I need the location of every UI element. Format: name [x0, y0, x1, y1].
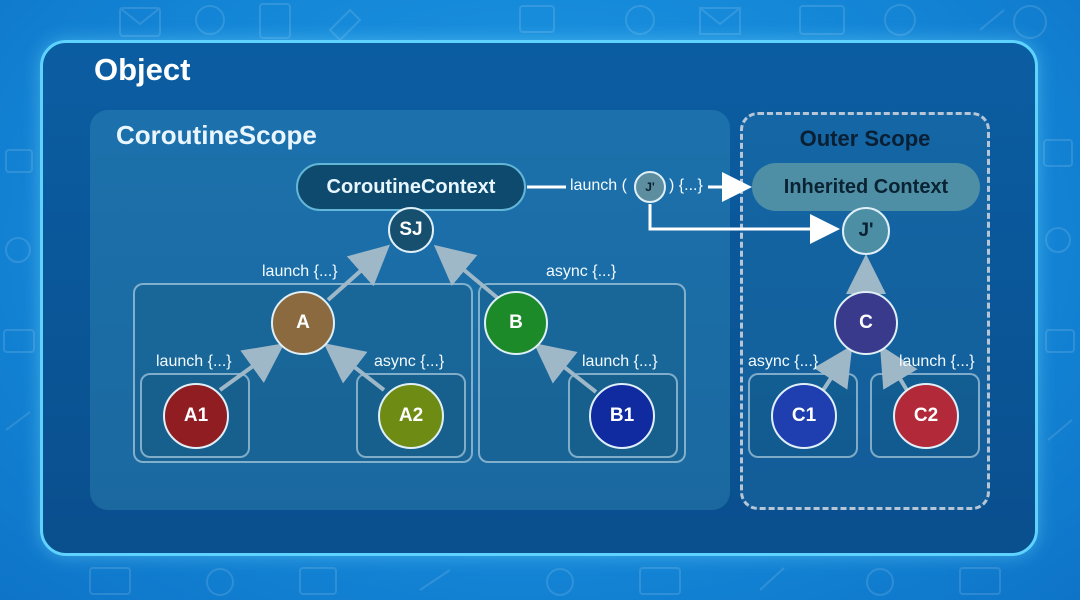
- arrow-jprime-to-outer-job: [648, 204, 840, 244]
- edge-label-c1-to-c: async {...}: [748, 353, 819, 370]
- node-b: B: [484, 291, 548, 355]
- node-a1: A1: [163, 383, 229, 449]
- bridge-label-prefix: launch (: [570, 177, 627, 194]
- edge-label-b-to-sj: async {...}: [546, 263, 617, 280]
- edge-label-c2-to-c: launch {...}: [899, 353, 975, 370]
- edge-label-a-to-sj: launch {...}: [262, 263, 338, 280]
- edge-label-a2-to-a: async {...}: [374, 353, 445, 370]
- bridge-label-suffix: ) {...}: [669, 177, 703, 194]
- edge-label-b1-to-b: launch {...}: [582, 353, 658, 370]
- node-b1: B1: [589, 383, 655, 449]
- object-title: Object: [94, 52, 191, 87]
- node-outer-jprime: J': [842, 207, 890, 255]
- coroutine-scope-title: CoroutineScope: [116, 120, 317, 150]
- bridge-job-node: J': [634, 171, 666, 203]
- coroutine-context-pill: CoroutineContext: [296, 163, 526, 211]
- arrow-a2-to-a: [323, 343, 386, 392]
- edge-label-a1-to-a: launch {...}: [156, 353, 232, 370]
- arrow-c2-to-c: [879, 345, 918, 394]
- node-sj: SJ: [388, 207, 434, 253]
- node-c2: C2: [893, 383, 959, 449]
- node-c: C: [834, 291, 898, 355]
- inherited-context-pill: Inherited Context: [752, 163, 980, 211]
- arrow-b1-to-b: [533, 343, 598, 394]
- node-a: A: [271, 291, 335, 355]
- node-a2: A2: [378, 383, 444, 449]
- arrow-c1-to-c: [813, 345, 853, 394]
- arrow-b-to-sj: [433, 244, 502, 302]
- arrow-a1-to-a: [218, 343, 285, 392]
- outer-scope-title: Outer Scope: [799, 126, 931, 151]
- arrow-a-to-sj: [326, 244, 390, 302]
- node-c1: C1: [771, 383, 837, 449]
